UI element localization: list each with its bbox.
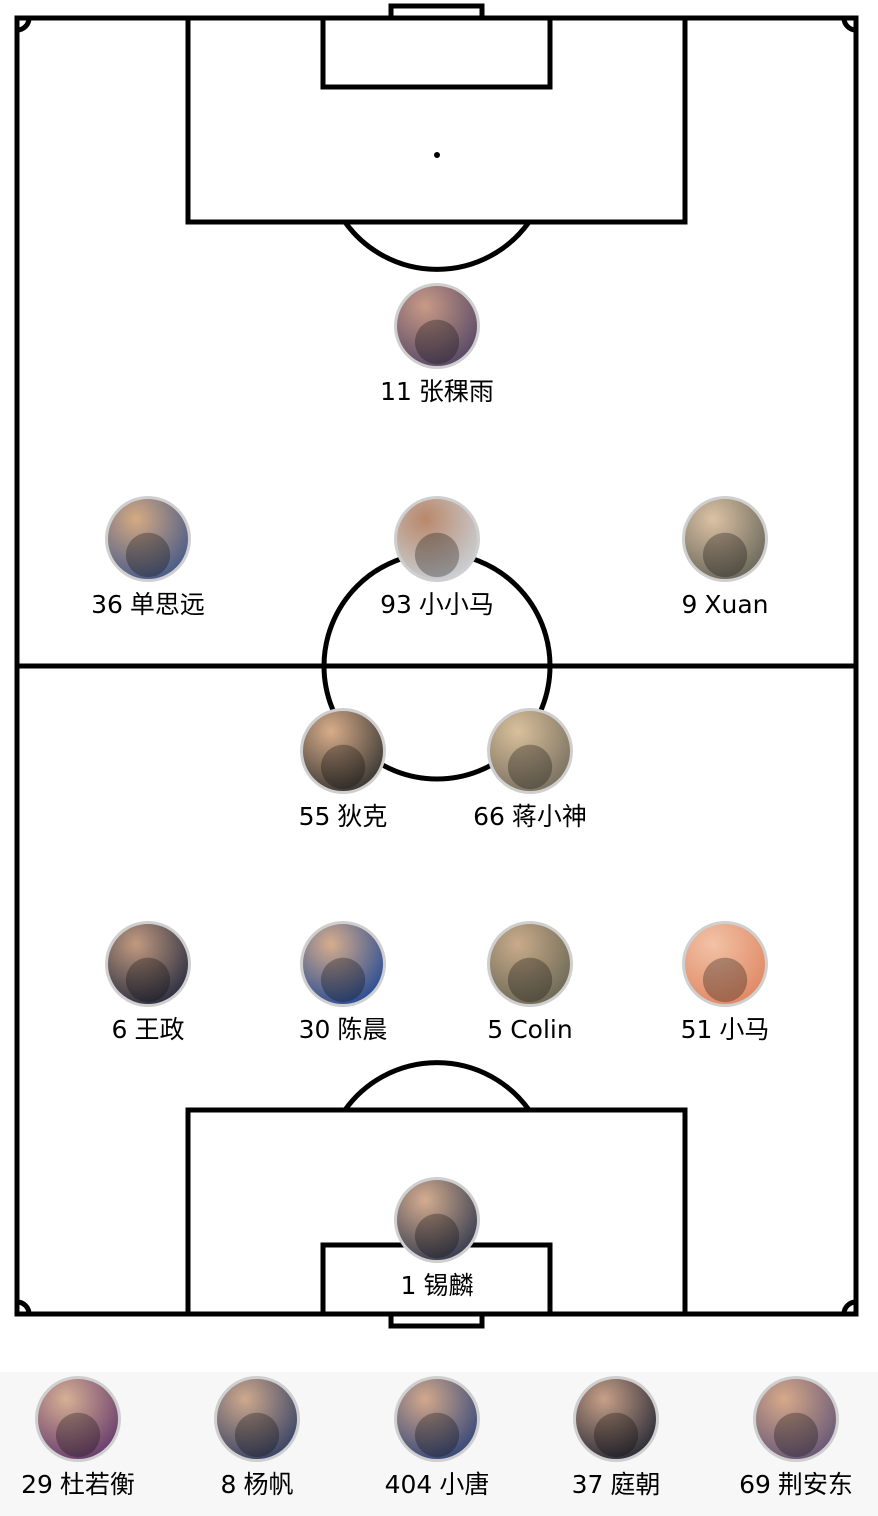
- avatar: ●: [300, 708, 386, 794]
- bottom-goal: [388, 1311, 485, 1329]
- avatar: ●: [105, 921, 191, 1007]
- avatar: ●: [573, 1376, 659, 1462]
- top-goal-area: [320, 15, 553, 90]
- person-silhouette-icon: ●: [52, 1396, 104, 1462]
- avatar: ●: [300, 921, 386, 1007]
- avatar: ●: [682, 496, 768, 582]
- corner-arc-bottom-left: [16, 1299, 32, 1315]
- corner-arc-top-left: [16, 17, 32, 33]
- avatar: ●: [394, 283, 480, 369]
- person-silhouette-icon: ●: [699, 941, 751, 1007]
- top-penalty-arc: [342, 220, 532, 272]
- football-pitch: [14, 3, 859, 1329]
- avatar: ●: [753, 1376, 839, 1462]
- corner-arc-bottom-right: [841, 1299, 857, 1315]
- top-goal: [388, 3, 485, 21]
- corner-arc-top-right: [841, 17, 857, 33]
- person-silhouette-icon: ●: [590, 1396, 642, 1462]
- person-silhouette-icon: ●: [411, 1396, 463, 1462]
- person-silhouette-icon: ●: [699, 516, 751, 582]
- person-silhouette-icon: ●: [317, 941, 369, 1007]
- avatar: ●: [682, 921, 768, 1007]
- person-silhouette-icon: ●: [317, 728, 369, 794]
- avatar: ●: [214, 1376, 300, 1462]
- top-penalty-area: [185, 15, 688, 225]
- avatar: ●: [487, 921, 573, 1007]
- person-silhouette-icon: ●: [122, 941, 174, 1007]
- avatar: ●: [487, 708, 573, 794]
- person-silhouette-icon: ●: [411, 516, 463, 582]
- person-silhouette-icon: ●: [411, 303, 463, 369]
- person-silhouette-icon: ●: [411, 1197, 463, 1263]
- avatar: ●: [394, 1376, 480, 1462]
- person-silhouette-icon: ●: [504, 728, 556, 794]
- avatar: ●: [105, 496, 191, 582]
- person-silhouette-icon: ●: [122, 516, 174, 582]
- avatar: ●: [394, 1177, 480, 1263]
- bottom-penalty-arc: [342, 1060, 532, 1112]
- avatar: ●: [35, 1376, 121, 1462]
- person-silhouette-icon: ●: [504, 941, 556, 1007]
- person-silhouette-icon: ●: [231, 1396, 283, 1462]
- top-penalty-spot: [434, 152, 440, 158]
- person-silhouette-icon: ●: [770, 1396, 822, 1462]
- avatar: ●: [394, 496, 480, 582]
